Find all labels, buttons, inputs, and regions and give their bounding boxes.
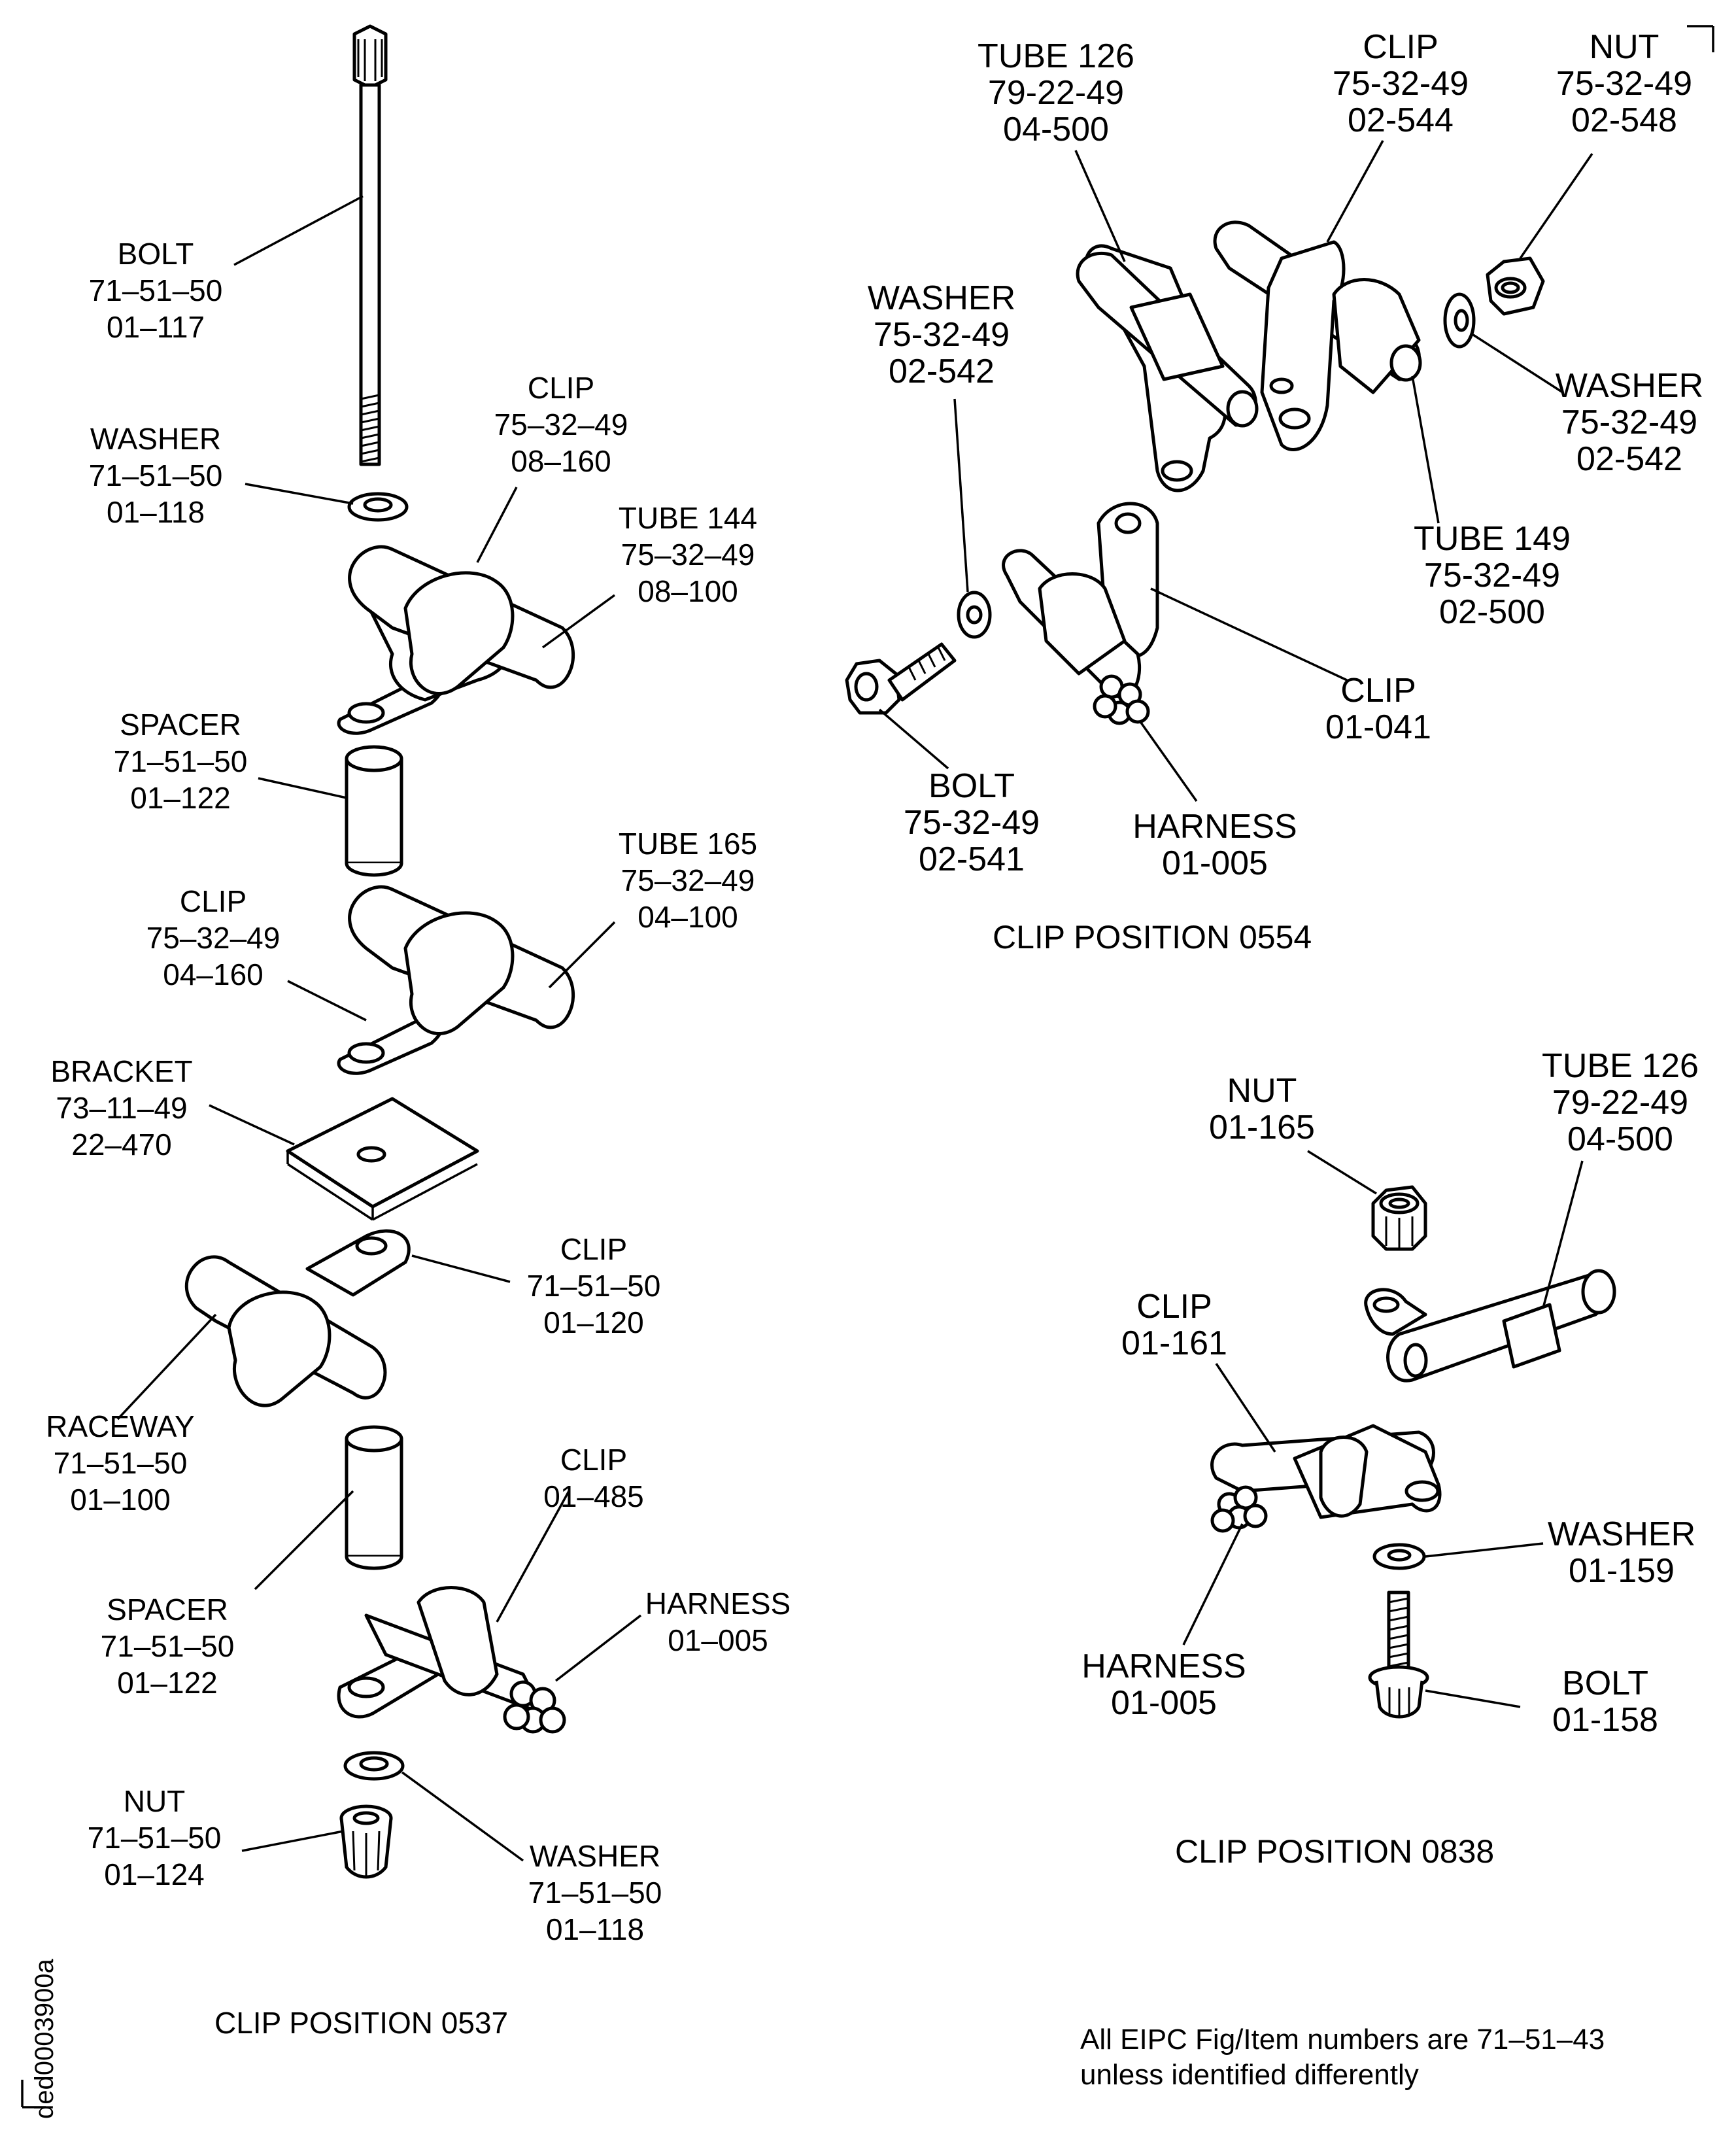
bolt-01-158 (1368, 1591, 1429, 1719)
identification-note: All EIPC Fig/Item numbers are 71–51–43 u… (1080, 2023, 1605, 2091)
clip-01-120 (184, 1229, 411, 1407)
corner-mark-top-right (1687, 25, 1714, 52)
clip-01-041 (1002, 502, 1159, 725)
nut-02-548 (1486, 256, 1545, 316)
bracket-22-470 (286, 1097, 479, 1221)
clip-01-161 (1210, 1424, 1442, 1533)
leader-lines-0838 (1182, 1150, 1584, 1708)
leader-lines-0554 (878, 140, 1593, 802)
clip-08-160 (337, 545, 575, 735)
corner-mark-bottom-left (21, 2080, 46, 2108)
tube-126-0554 (1076, 244, 1259, 492)
tube-126-0838 (1364, 1269, 1616, 1383)
washer-01-159 (1372, 1543, 1426, 1570)
washer-0554-left (957, 591, 992, 639)
clip-04-160 (337, 885, 575, 1075)
leader-lines-0537 (116, 195, 642, 1862)
spacer-0537-bottom (345, 1425, 403, 1570)
nut-0537 (339, 1804, 393, 1879)
clip-02-544 (1213, 220, 1422, 451)
caption-clip-position-0537: CLIP POSITION 0537 (214, 2006, 509, 2040)
bolt-0537 (352, 24, 388, 466)
nut-01-165 (1371, 1185, 1427, 1251)
caption-clip-position-0554: CLIP POSITION 0554 (993, 919, 1312, 955)
bolt-02-541 (845, 642, 957, 715)
caption-clip-position-0838: CLIP POSITION 0838 (1175, 1833, 1495, 1870)
spacer-0537-top (345, 745, 403, 877)
washer-0537-bottom (343, 1751, 405, 1781)
drawing-id: ded0003900a (30, 1959, 59, 2119)
washer-0554-right (1443, 292, 1476, 349)
clip-01-485 (337, 1586, 566, 1734)
washer-0537-top (347, 492, 409, 522)
